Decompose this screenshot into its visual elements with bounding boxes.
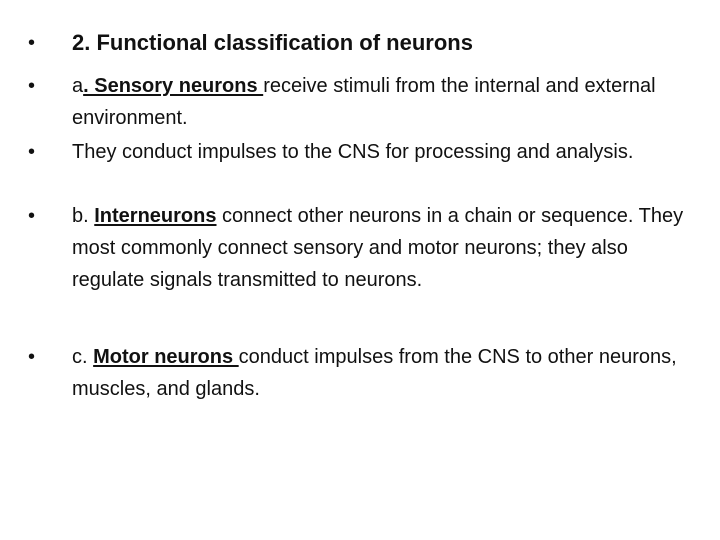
item-prefix: c. <box>72 346 94 368</box>
list-item-sensory: a. Sensory neurons receive stimuli from … <box>72 70 692 134</box>
bullet-item-c: • <box>28 346 36 368</box>
bullet-item-b: • <box>28 205 36 227</box>
slide-heading: 2. Functional classification of neurons <box>72 30 473 55</box>
item-prefix: a <box>72 75 84 97</box>
item-text: conduct impulses from the CNS to other n… <box>72 346 677 400</box>
item-text: connect other neurons in a chain or sequ… <box>72 205 684 291</box>
list-item-interneurons: b. Interneurons connect other neurons in… <box>72 200 692 296</box>
list-item-conduct: They conduct impulses to the CNS for pro… <box>72 141 634 163</box>
term-motor-neurons: Motor neurons <box>93 346 239 368</box>
bullet-item-conduct: • <box>28 141 36 163</box>
item-text: receive stimuli from the internal and ex… <box>72 75 656 129</box>
bullet-item-a: • <box>28 75 36 97</box>
bullet-heading: • <box>28 32 36 54</box>
list-item-motor: c. Motor neurons conduct impulses from t… <box>72 341 692 405</box>
term-sensory-neurons: . Sensory neurons <box>83 75 264 97</box>
term-interneurons: Interneurons <box>94 205 217 227</box>
item-prefix: b. <box>72 205 95 227</box>
